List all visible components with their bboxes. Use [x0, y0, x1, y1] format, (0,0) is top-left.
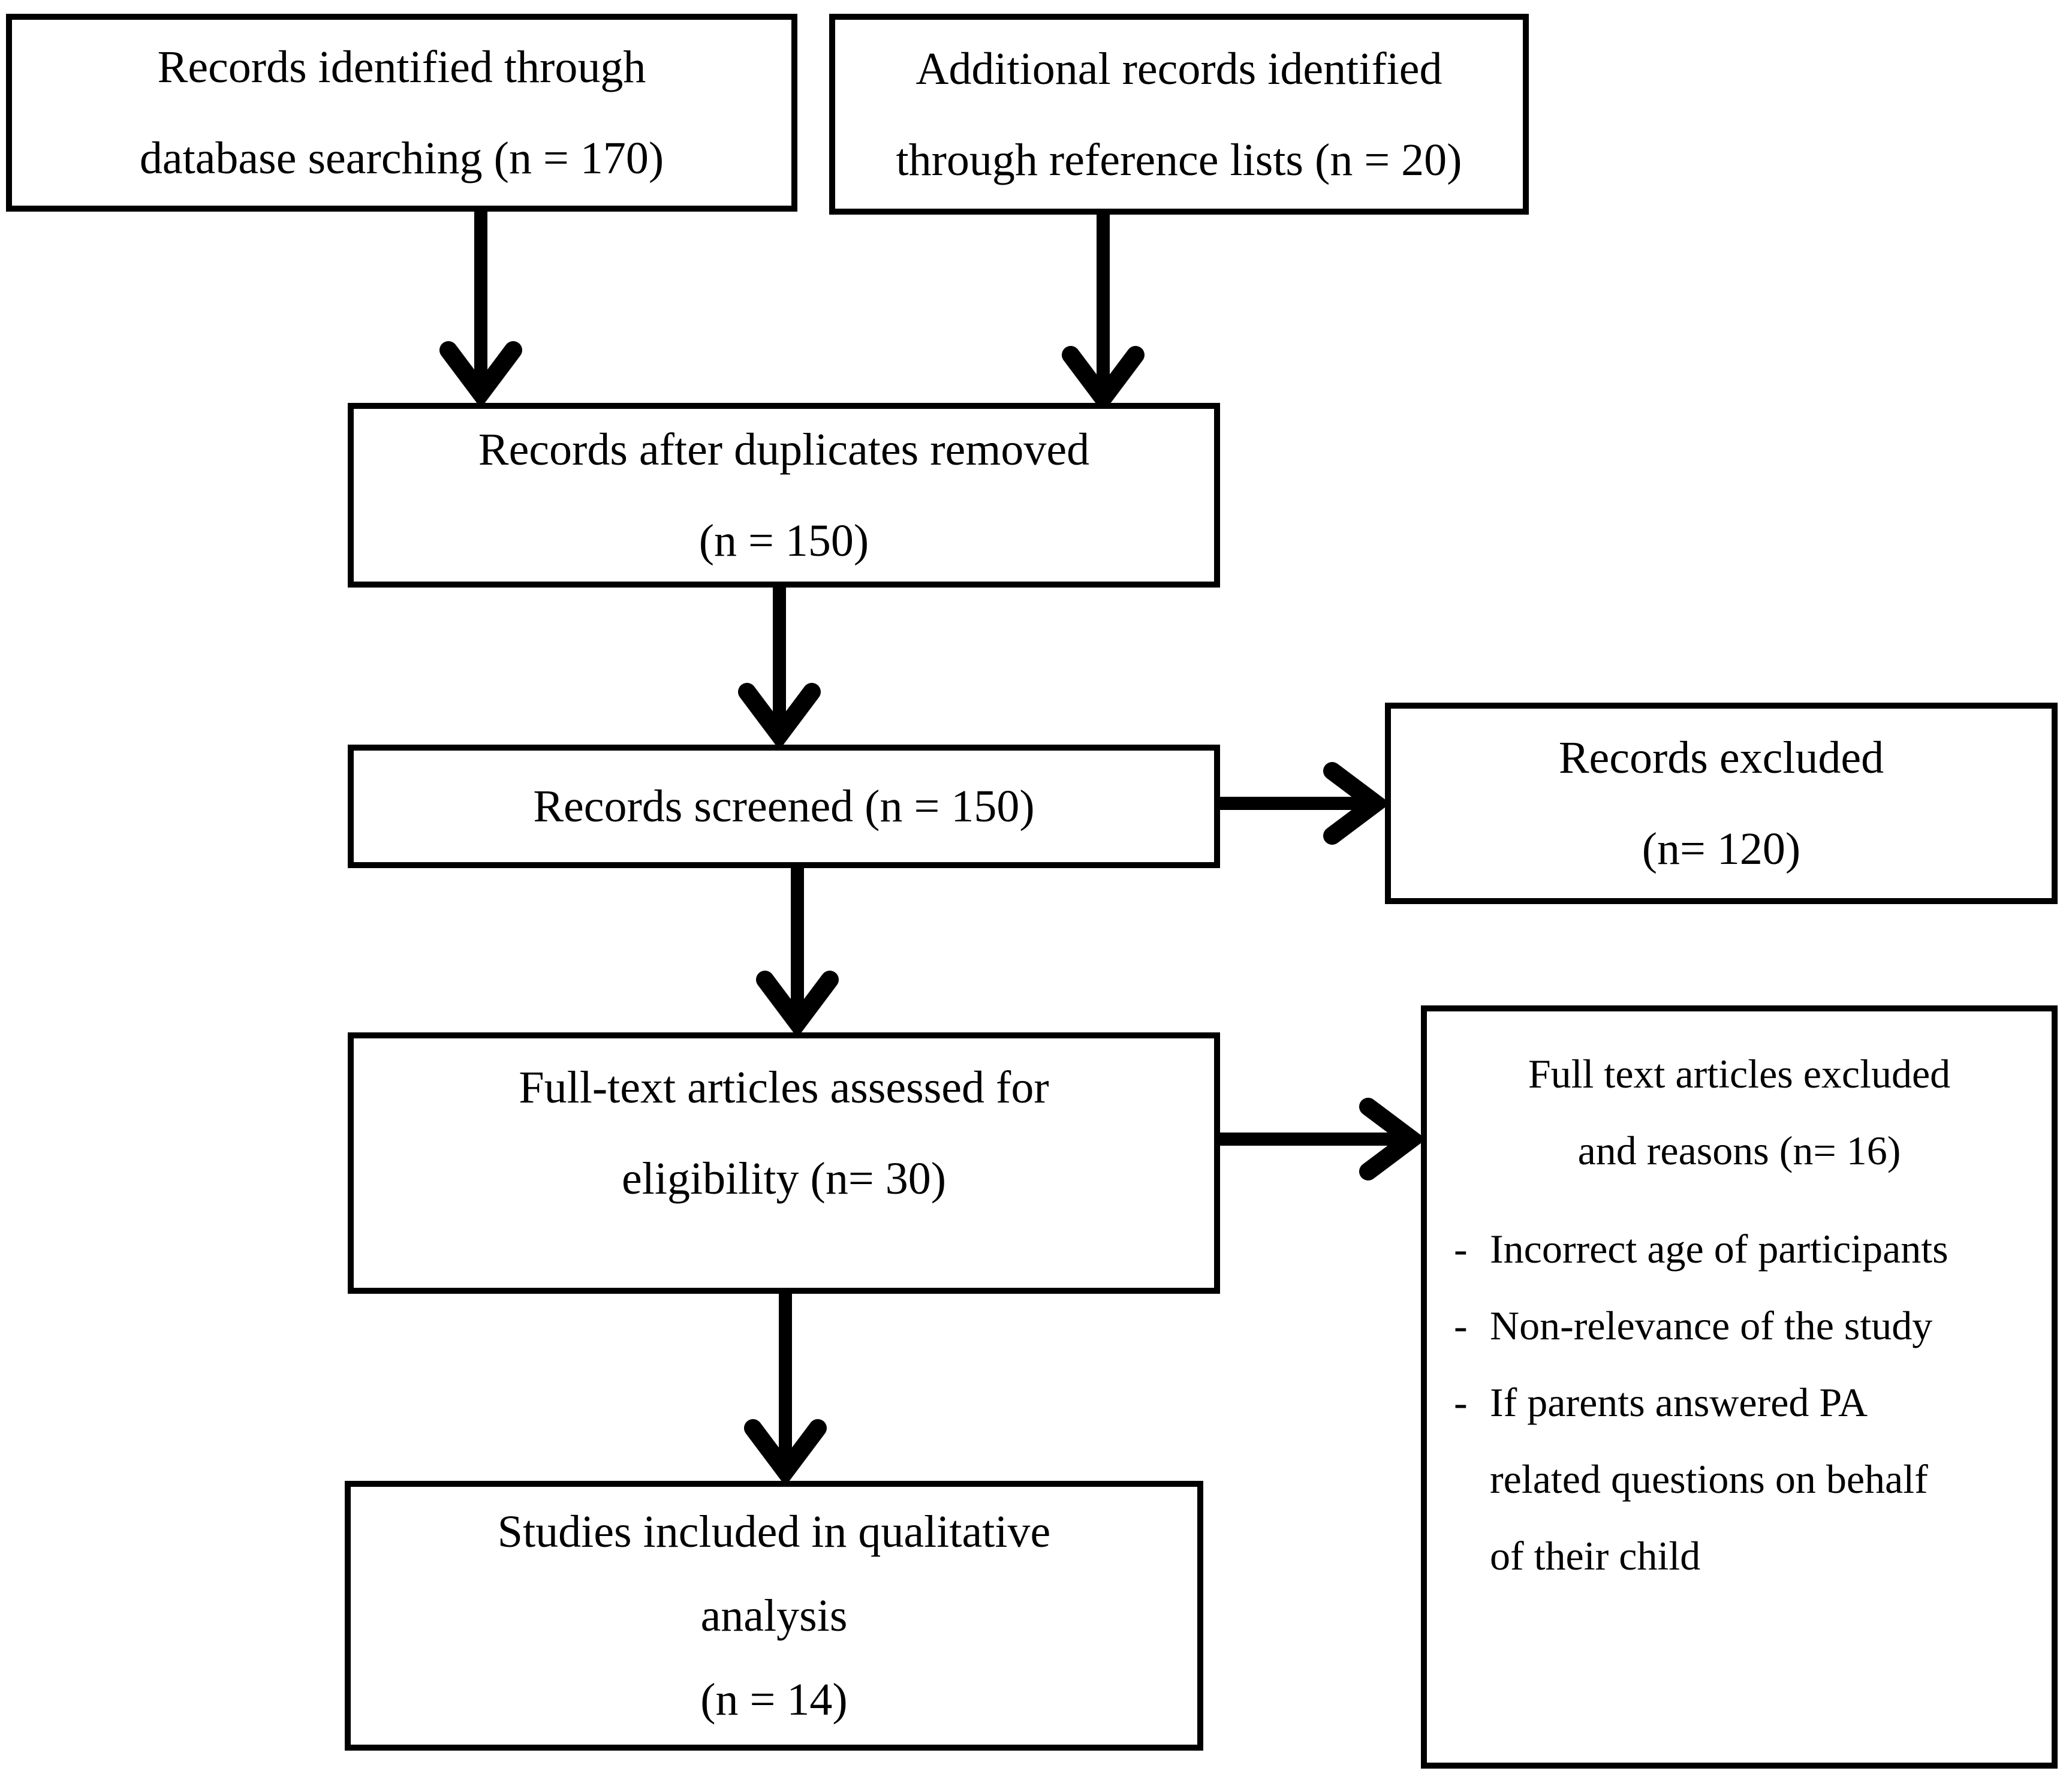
reason-text: Non-relevance of the study [1490, 1303, 1933, 1348]
box-line: through reference lists (n = 20) [896, 134, 1462, 185]
exclusion-reasons-list: - Incorrect age of participants - Non-re… [1454, 1210, 2025, 1594]
arrow-additional-to-duplicates-icon [1062, 215, 1145, 408]
box-line: (n = 150) [698, 516, 869, 566]
reason-item: - Non-relevance of the study [1454, 1287, 2025, 1364]
box-line: analysis [700, 1591, 848, 1641]
box-records-screened: Records screened (n = 150) [348, 745, 1220, 868]
bullet-dash: - [1454, 1226, 1468, 1272]
box-fulltext-assessed: Full-text articles assessed for eligibil… [348, 1032, 1220, 1294]
box-line: Additional records identified [915, 43, 1442, 94]
box-studies-included: Studies included in qualitative analysis… [345, 1481, 1203, 1751]
box-records-identified: Records identified through database sear… [6, 14, 797, 212]
box-line: (n= 120) [1642, 824, 1801, 874]
arrow-fulltext-to-included-icon [744, 1289, 827, 1481]
box-additional-records: Additional records identified through re… [829, 14, 1529, 215]
box-line: and reasons (n= 16) [1577, 1128, 1901, 1173]
reason-item: - Incorrect age of participants [1454, 1210, 2025, 1287]
bullet-dash: - [1454, 1303, 1468, 1348]
arrow-duplicates-to-screened-icon [738, 588, 821, 745]
box-line: Full-text articles assessed for [519, 1062, 1049, 1113]
box-line: Studies included in qualitative [497, 1507, 1051, 1557]
box-duplicates-removed: Records after duplicates removed (n = 15… [348, 403, 1220, 588]
box-records-excluded: Records excluded (n= 120) [1385, 703, 2058, 904]
box-line: eligibility (n= 30) [621, 1153, 947, 1204]
box-line: Records after duplicates removed [478, 424, 1090, 475]
box-line: database searching (n = 170) [139, 133, 664, 183]
arrow-fulltext-to-excluded-reasons-icon [1220, 1098, 1421, 1180]
reason-item: - If parents answered PA related questio… [1454, 1364, 2025, 1594]
box-line: Records identified through [157, 42, 646, 92]
box-line: Records screened (n = 150) [533, 781, 1035, 832]
reason-text: Incorrect age of participants [1490, 1226, 1948, 1272]
box-fulltext-excluded: Full text articles excluded and reasons … [1421, 1005, 2058, 1769]
box-line: (n = 14) [700, 1674, 848, 1725]
box-line: Records excluded [1558, 733, 1884, 783]
arrow-screened-to-excluded-icon [1220, 762, 1385, 845]
bullet-dash: - [1454, 1380, 1468, 1425]
box-line: Full text articles excluded [1528, 1051, 1951, 1097]
reason-text: If parents answered PA related questions… [1490, 1380, 1928, 1579]
arrow-screened-to-fulltext-icon [756, 868, 839, 1032]
arrow-identified-to-duplicates-icon [439, 212, 522, 403]
